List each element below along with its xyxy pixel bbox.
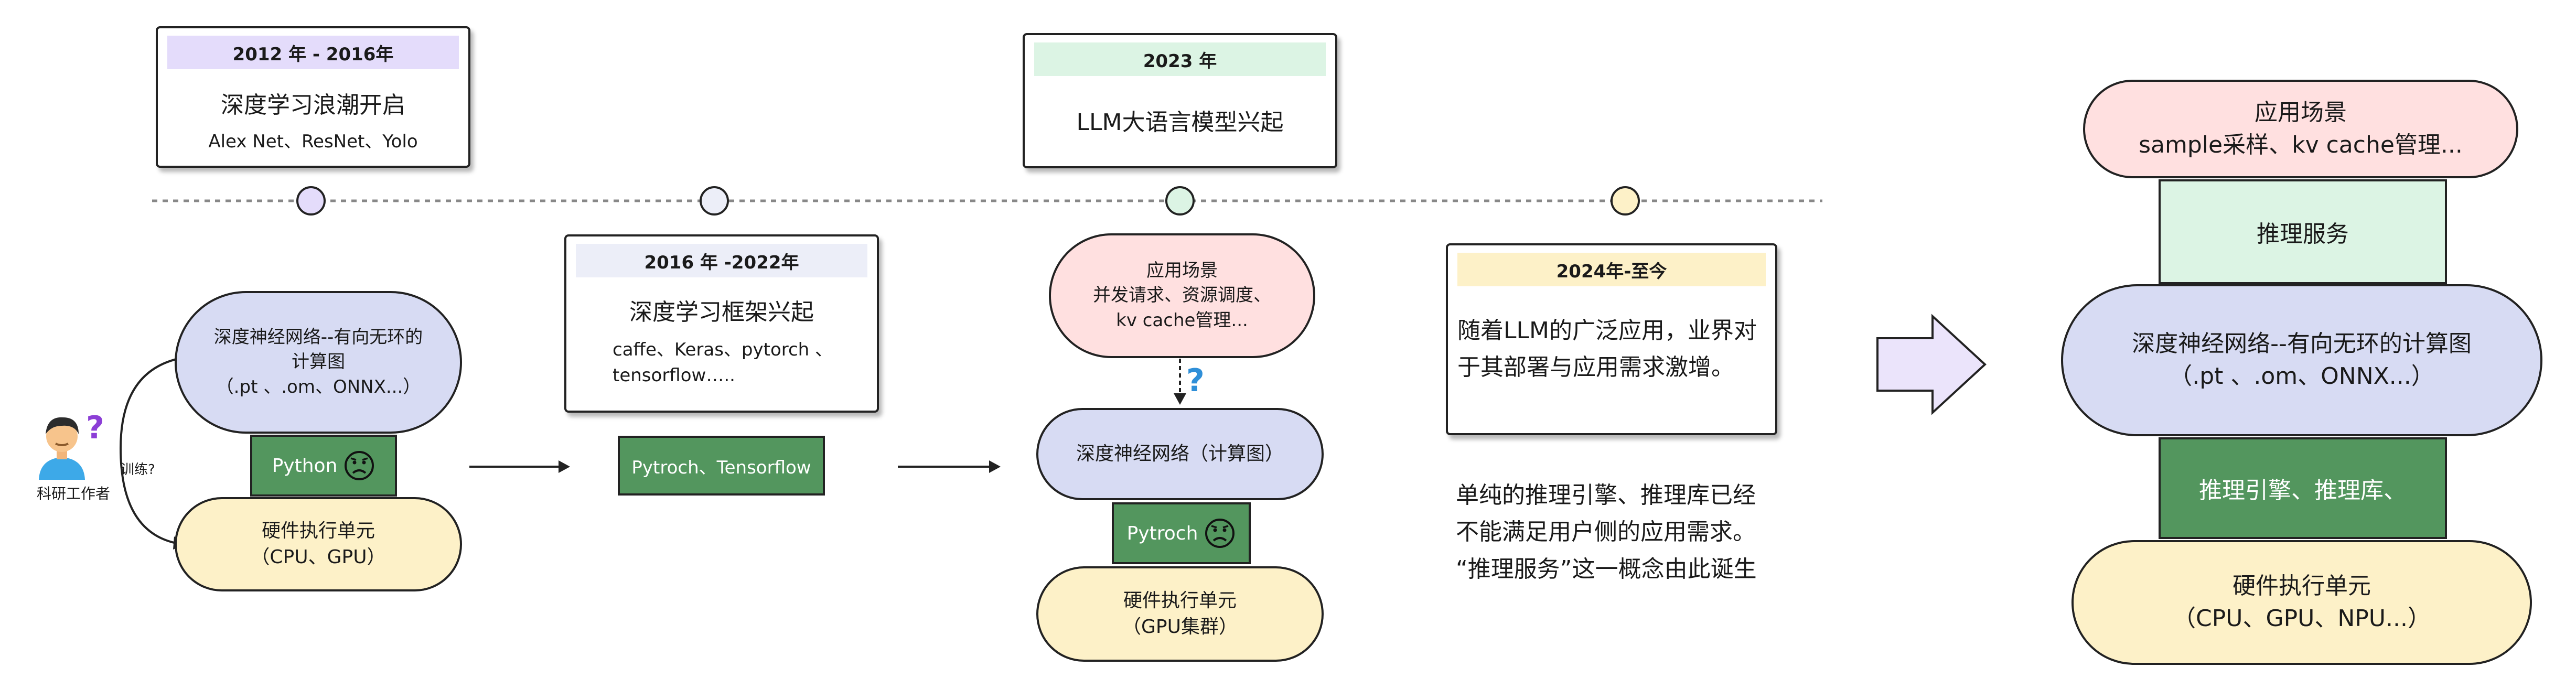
stack-dnn: 深度神经网络--有向无环的计算图 （.pt 、.om、ONNX...） xyxy=(2061,284,2542,436)
timeline-dot-2016 xyxy=(700,186,729,216)
stack-service: 推理服务 xyxy=(2159,179,2447,284)
era-period: 2012 年 - 2016年 xyxy=(167,36,459,69)
era-detail: caffe、Keras、pytorch 、 tensorflow….. xyxy=(613,339,833,386)
era-period: 2023 年 xyxy=(1034,42,1326,76)
stack-app: 应用场景 sample采样、kv cache管理... xyxy=(2083,80,2518,178)
timeline-dot-2024 xyxy=(1611,186,1640,216)
researcher-label: 科研工作者 xyxy=(36,485,110,502)
era-title: 深度学习浪潮开启 xyxy=(221,92,405,119)
sad-face-icon xyxy=(1205,519,1235,548)
big-right-arrow-icon xyxy=(1876,314,1987,415)
timeline-dot-2023 xyxy=(1165,186,1195,216)
stage1-framework: Python xyxy=(250,435,397,497)
stage4-note: 单纯的推理引擎、推理库已经 不能满足用户侧的应用需求。 “推理服务”这一概念由此… xyxy=(1456,482,1757,583)
stage3-framework: Pytroch xyxy=(1112,502,1251,564)
stage1-dnn: 深度神经网络--有向无环的 计算图 （.pt 、.om、ONNX...） xyxy=(175,291,462,434)
svg-text:?: ? xyxy=(1186,362,1205,399)
era-period: 2016 年 -2022年 xyxy=(576,244,867,277)
era-card-2023: 2023 年 LLM大语言模型兴起 xyxy=(1023,33,1337,168)
stack-engine: 推理引擎、推理库、 xyxy=(2159,437,2447,539)
era-card-2012: 2012 年 - 2016年 深度学习浪潮开启 Alex Net、ResNet、… xyxy=(156,26,470,168)
era-title: 深度学习框架兴起 xyxy=(629,299,814,326)
era-detail: Alex Net、ResNet、Yolo xyxy=(208,131,418,152)
era-body: 随着LLM的广泛应用，业界对 于其部署与应用需求激增。 xyxy=(1457,317,1757,381)
timeline-dot-2012 xyxy=(296,186,326,216)
stage3-hardware: 硬件执行单元 （GPU集群） xyxy=(1036,566,1324,662)
era-title: LLM大语言模型兴起 xyxy=(1076,109,1284,136)
stage2-frameworks: Pytroch、Tensorflow xyxy=(618,436,825,496)
era-card-2024: 2024年-至今 随着LLM的广泛应用，业界对 于其部署与应用需求激增。 xyxy=(1446,243,1777,435)
stage3-dnn: 深度神经网络（计算图） xyxy=(1036,408,1324,500)
sad-face-icon xyxy=(345,451,374,480)
arrow-1 xyxy=(469,460,570,473)
stage3-app: 应用场景 并发请求、资源调度、 kv cache管理... xyxy=(1049,233,1315,358)
stage1-hardware: 硬件执行单元 （CPU、GPU） xyxy=(175,497,462,591)
question-arrow: ? xyxy=(1174,359,1205,405)
stack-hardware: 硬件执行单元 （CPU、GPU、NPU...） xyxy=(2071,540,2532,665)
era-card-2016: 2016 年 -2022年 深度学习框架兴起 caffe、Keras、pytor… xyxy=(564,234,879,413)
train-label: 训练? xyxy=(121,462,155,478)
arrow-2 xyxy=(898,460,1001,473)
researcher-icon: ? xyxy=(39,410,104,480)
svg-text:?: ? xyxy=(86,410,104,446)
era-period: 2024年-至今 xyxy=(1457,253,1766,286)
